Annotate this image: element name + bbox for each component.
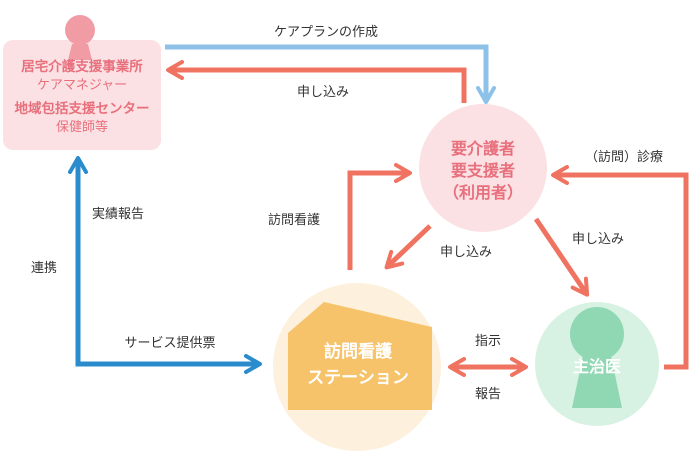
house-icon [288, 302, 432, 410]
visit-nursing-label: 訪問看護 [268, 212, 320, 228]
station-line2: ステーション [307, 368, 409, 388]
care-plan-arrow [165, 44, 496, 104]
doctor-label: 主治医 [573, 357, 621, 376]
user-node: 要介護者 要支援者 （利用者） [419, 104, 547, 232]
apply-to-cm-arrow [166, 60, 467, 103]
person-icon [65, 15, 95, 60]
care-manager-line2: ケアマネジャー [37, 78, 127, 93]
cooperation-label: 連携 [31, 260, 57, 276]
cooperation-arrow [68, 156, 262, 374]
apply-to-doctor-label: 申し込み [572, 232, 624, 247]
apply-to-station-arrow [384, 224, 432, 270]
apply-to-doctor-arrow [533, 217, 590, 297]
report-label: 報告 [475, 387, 501, 402]
service-voucher-label: サービス提供票 [124, 335, 215, 351]
care-manager-line1: 居宅介護支援事業所 [21, 58, 143, 75]
doctor-figure-icon [570, 307, 624, 408]
apply-to-station-label: 申し込み [440, 245, 492, 260]
doctor-node: 主治医 [535, 302, 659, 426]
nursing-station-node: 訪問看護 ステーション [273, 283, 441, 451]
care-manager-line4: 保健師等 [56, 119, 108, 135]
station-line1: 訪問看護 [324, 341, 393, 362]
care-manager-node: 居宅介護支援事業所 ケアマネジャー 地域包括支援センター 保健師等 [3, 15, 161, 150]
home-visit-arrow [551, 165, 689, 370]
visit-nursing-arrow [347, 163, 412, 270]
instruction-label: 指示 [475, 334, 501, 349]
performance-report-label: 実績報告 [92, 206, 144, 222]
care-plan-label: ケアプランの作成 [274, 25, 378, 40]
user-line1: 要介護者 [451, 139, 515, 158]
apply-to-cm-label: 申し込み [297, 85, 349, 100]
user-line3: （利用者） [443, 183, 523, 202]
care-manager-line3: 地域包括支援センター [15, 100, 150, 117]
user-line2: 要支援者 [451, 161, 515, 180]
home-visit-label: （訪問）診療 [585, 149, 663, 165]
